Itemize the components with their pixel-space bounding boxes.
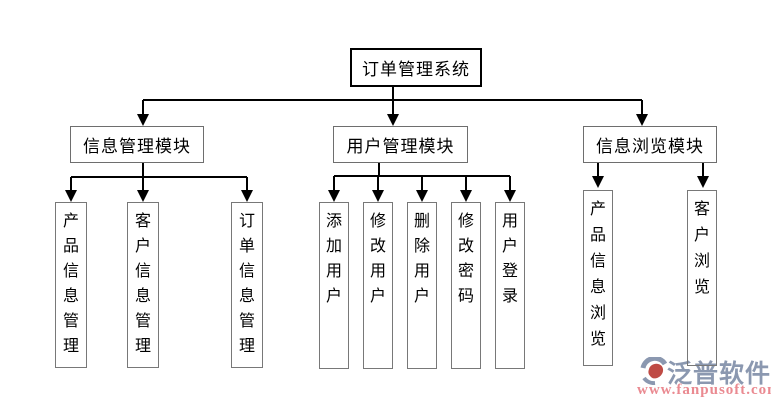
module-label: 信息管理模块 — [83, 137, 191, 156]
module-label: 用户管理模块 — [346, 137, 455, 156]
leaf-label: 客户浏览 — [693, 201, 710, 296]
leaf-box-modify-user: 修改用户 — [363, 202, 393, 369]
leaf-box-order-info-management: 订单信息管理 — [231, 202, 263, 368]
module-box-info-browsing: 信息浏览模块 — [583, 126, 717, 163]
leaf-label: 修改用户 — [369, 213, 386, 305]
leaf-box-product-info-browse: 产品信息浏览 — [583, 190, 613, 366]
leaf-box-product-info-management: 产品信息管理 — [55, 202, 87, 368]
leaf-label: 删除用户 — [413, 213, 430, 305]
leaf-label: 添加用户 — [325, 213, 342, 305]
leaf-label: 用户登录 — [501, 213, 518, 305]
leaf-box-user-login: 用户登录 — [495, 202, 525, 369]
fanpu-logo-icon — [640, 357, 668, 385]
leaf-label: 客户信息管理 — [134, 213, 151, 355]
watermark: 泛普软件 www.fanpusoft.com — [636, 353, 771, 403]
leaf-box-customer-info-management: 客户信息管理 — [127, 202, 159, 368]
watermark-brand-text: 泛普软件 — [667, 361, 771, 388]
module-label: 信息浏览模块 — [596, 137, 704, 156]
module-box-info-management: 信息管理模块 — [70, 126, 204, 163]
leaf-label: 订单信息管理 — [238, 213, 255, 355]
leaf-box-change-password: 修改密码 — [451, 202, 481, 369]
root-box-order-management-system: 订单管理系统 — [350, 48, 482, 87]
leaf-label: 产品信息浏览 — [589, 201, 606, 348]
module-box-user-management: 用户管理模块 — [333, 126, 468, 163]
leaf-label: 产品信息管理 — [62, 213, 79, 355]
leaf-box-add-user: 添加用户 — [319, 202, 349, 369]
leaf-box-delete-user: 删除用户 — [407, 202, 437, 369]
leaf-label: 修改密码 — [457, 213, 474, 305]
leaf-box-customer-browse: 客户浏览 — [687, 190, 717, 366]
watermark-url-text: www.fanpusoft.com — [637, 382, 771, 398]
root-label: 订单管理系统 — [362, 60, 470, 79]
